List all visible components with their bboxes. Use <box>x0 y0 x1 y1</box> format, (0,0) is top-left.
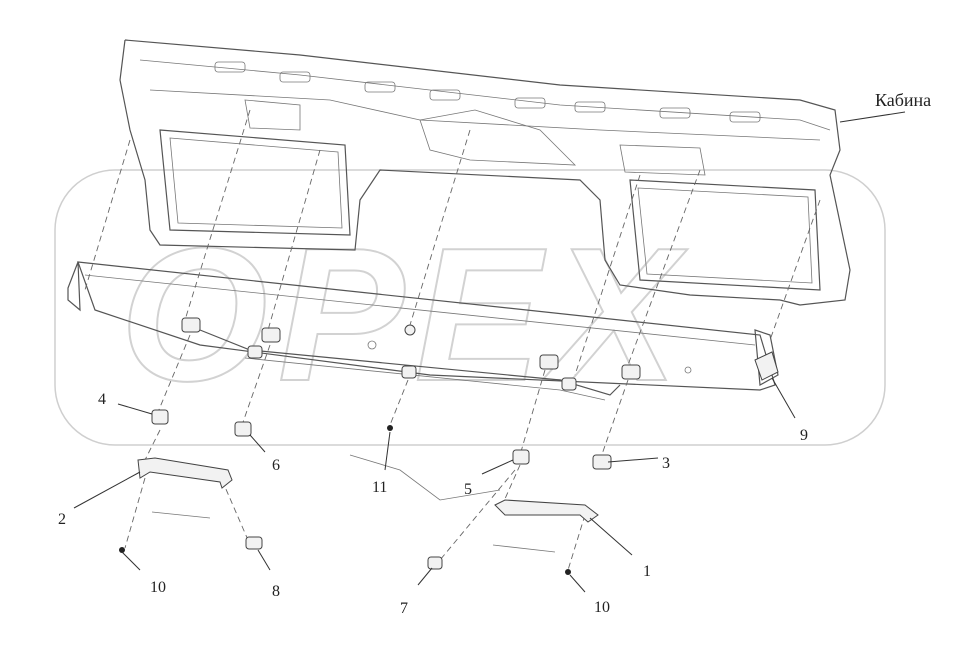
cabin-outline-bottom <box>119 39 781 301</box>
leader-1 <box>589 517 633 556</box>
grille-hole <box>404 324 416 336</box>
leader-lines <box>73 111 906 593</box>
assembly-label: Кабина <box>875 90 931 110</box>
grille-lower-lip <box>199 329 621 396</box>
leader-2 <box>73 471 141 509</box>
alignment-line <box>409 129 471 326</box>
cabin-frame <box>119 39 851 306</box>
alignment-line <box>157 334 191 413</box>
grille-hole <box>367 340 377 350</box>
grille-tab <box>247 345 263 359</box>
callout-11: 11 <box>372 479 387 496</box>
clip-8 <box>245 536 263 550</box>
leader-6 <box>249 434 266 453</box>
leader-4 <box>117 403 153 415</box>
loose-parts <box>119 351 779 575</box>
labels: Кабина 1 2 3 4 5 6 7 8 9 10 10 11 <box>58 90 931 617</box>
clip-6 <box>234 421 252 437</box>
cabin-outline-top <box>124 39 851 306</box>
right-opening <box>629 179 821 291</box>
alignment-line <box>599 379 629 461</box>
grille-outline <box>77 261 776 391</box>
leader-3 <box>607 457 659 463</box>
leader-7 <box>417 567 433 586</box>
alignment-line <box>627 169 701 366</box>
watermark-text: OPEX <box>120 209 688 421</box>
clip-4 <box>151 409 169 425</box>
watermark: OPEX <box>54 169 886 446</box>
bracket-9 <box>754 351 779 381</box>
leader-9 <box>771 377 796 419</box>
left-bracket <box>244 99 301 131</box>
alignment-line <box>241 344 271 426</box>
leader-cabin <box>839 111 906 123</box>
leader-11 <box>384 431 391 471</box>
handle-2 <box>137 457 233 489</box>
top-slot <box>214 61 246 73</box>
grille-tab <box>261 327 281 343</box>
callout-10-right: 10 <box>594 599 610 616</box>
alignment-line <box>144 429 161 461</box>
cabin-upper-rail <box>139 59 831 131</box>
grille-hole <box>684 366 692 374</box>
alignment-line <box>574 174 641 376</box>
grille-tab <box>181 317 201 333</box>
callout-2: 2 <box>58 511 66 528</box>
screw-10-right <box>565 569 571 575</box>
clip-5 <box>512 449 530 465</box>
alignment-line <box>389 379 409 426</box>
top-slot <box>429 89 461 101</box>
top-slot <box>364 81 396 93</box>
right-bracket <box>619 144 706 176</box>
grille-panel <box>67 261 779 401</box>
watermark-frame <box>54 169 886 446</box>
callout-10-left: 10 <box>150 579 166 596</box>
alignment-line <box>567 514 586 571</box>
screw-11 <box>387 425 393 431</box>
top-slot <box>574 101 606 113</box>
callout-5: 5 <box>464 481 472 498</box>
grille-tab <box>401 365 417 379</box>
top-slot <box>279 71 311 83</box>
callout-1: 1 <box>643 563 651 580</box>
leader-10-right <box>569 574 586 593</box>
callout-6: 6 <box>272 457 280 474</box>
grille-left-end <box>67 261 81 312</box>
alignment-line <box>124 477 146 549</box>
screw-10-left <box>119 547 125 553</box>
alignment-line <box>184 109 251 321</box>
callout-3: 3 <box>662 455 670 472</box>
callout-7: 7 <box>400 600 408 617</box>
grille-lower-lip-2 <box>244 357 606 401</box>
grille-tab <box>539 354 559 370</box>
left-opening-inner <box>169 137 343 229</box>
alignment-line <box>221 479 249 541</box>
callout-4: 4 <box>98 391 106 408</box>
center-bracket <box>419 109 577 166</box>
left-opening <box>159 129 351 236</box>
alignment-lines <box>84 109 821 571</box>
alignment-line <box>519 369 546 456</box>
top-slot <box>729 111 761 123</box>
callout-9: 9 <box>800 427 808 444</box>
leader-8 <box>257 549 271 571</box>
leader-5 <box>481 459 514 475</box>
alignment-line <box>84 139 131 291</box>
right-opening-inner <box>637 187 813 284</box>
leader-10-left <box>121 551 141 571</box>
top-slot <box>514 97 546 109</box>
guide-line <box>151 511 211 519</box>
grille-edge <box>84 274 756 346</box>
guide-line <box>492 544 556 553</box>
alignment-line <box>769 199 821 341</box>
callout-8: 8 <box>272 583 280 600</box>
grille-tab <box>621 364 641 380</box>
handle-1 <box>494 499 599 523</box>
guide-line <box>349 454 501 501</box>
alignment-line <box>267 149 321 331</box>
top-slot <box>659 107 691 119</box>
clip-7 <box>427 556 443 570</box>
grille-tab <box>561 377 577 391</box>
